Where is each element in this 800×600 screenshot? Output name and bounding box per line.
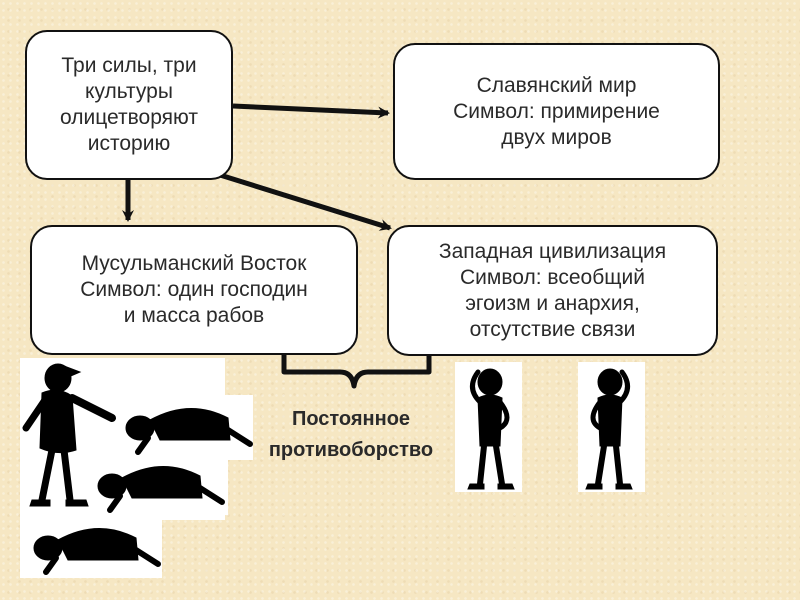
- node-slavic-world: Славянский мир Символ: примирение двух м…: [393, 43, 720, 180]
- kneeling-slave-icon: [125, 408, 253, 455]
- conflict-brace: [281, 352, 432, 389]
- thinking-figure-icon: [585, 368, 633, 490]
- thinking-figure-icon: [467, 368, 515, 490]
- arrow-to-western: [219, 172, 392, 231]
- master-figure-icon: [22, 363, 116, 507]
- node-western-civilization: Западная цивилизация Символ: всеобщий эг…: [387, 225, 718, 356]
- node-three-forces: Три силы, три культуры олицетворяют исто…: [25, 30, 233, 180]
- arrow-to-slavic: [232, 103, 390, 119]
- conflict-label: Постоянное противоборство: [268, 408, 434, 461]
- node-muslim-east: Мусульманский Восток Символ: один господ…: [30, 225, 358, 355]
- kneeling-slave-icon: [33, 528, 161, 575]
- kneeling-slave-icon: [97, 466, 225, 513]
